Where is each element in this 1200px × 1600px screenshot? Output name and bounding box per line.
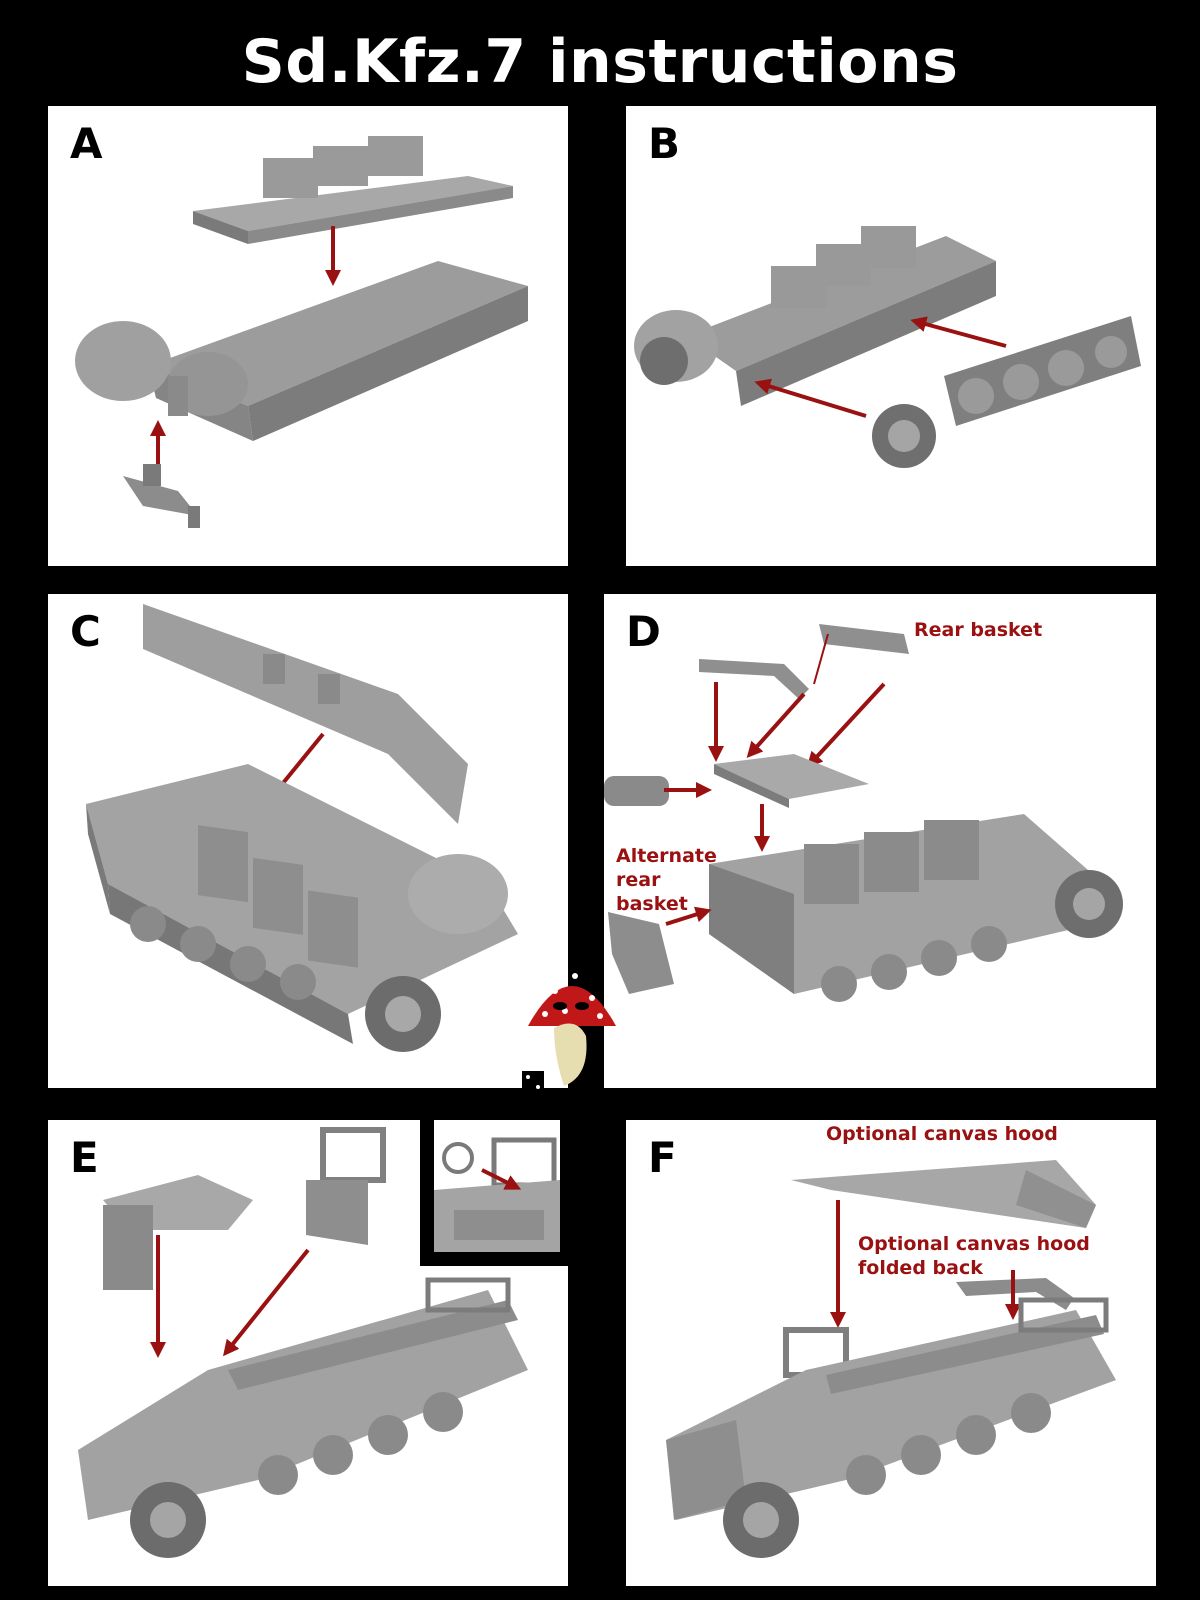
canvas-hood-folded-label: Optional canvas hood folded back [858,1233,1090,1279]
step-c-letter: C [70,607,101,656]
step-e-letter: E [70,1133,99,1182]
red-arrow-icon [746,692,806,758]
rear-basket-label: Rear basket [914,619,1043,641]
step-a-illustration [75,136,528,528]
steering-linkage-part [123,464,200,528]
step-e-panel-lower: E [48,1120,568,1586]
red-arrow-icon [665,906,712,926]
chassis-with-seats-part [634,226,996,406]
step-f-illustration [666,1160,1116,1558]
body-side-panel-part [143,604,468,824]
red-arrow-icon [754,378,867,418]
steering-wheel-detail-illustration [434,1137,560,1252]
step-c-panel: C [48,594,568,1088]
mushroom-mascot-icon [522,973,616,1093]
halftrack-complete-part [666,1297,1116,1558]
step-e-illustration [78,1127,528,1558]
hood-part [103,1175,253,1290]
seat-deck-part [193,136,513,244]
step-b-illustration [634,226,1141,468]
step-b-panel: B [626,106,1156,566]
windscreen-part [306,1127,386,1245]
front-wheel-part [872,404,936,468]
step-b-letter: B [648,119,681,168]
step-a-panel: A [48,106,568,566]
chassis-part [75,261,528,441]
step-c-illustration [86,604,518,1052]
red-arrow-icon [806,682,886,768]
halftrack-body-part [78,1277,528,1558]
track-part [944,316,1141,426]
step-f-letter: F [648,1133,677,1182]
rear-door-part [608,912,674,994]
alternate-rear-basket-part [604,776,669,806]
red-arrow-icon [813,633,829,685]
step-a-letter: A [70,119,103,168]
folded-canvas-hood-part [956,1278,1074,1310]
step-f-panel: F Optional canvas hood Optional canvas h… [626,1120,1156,1586]
canvas-hood-part [791,1160,1096,1228]
alternate-rear-basket-label: Alternate rear basket [616,845,717,915]
halftrack-body-part [86,764,518,1052]
red-arrow-icon [481,1168,522,1190]
rear-basket-floor-part [714,754,869,808]
halftrack-assembled-body-part [709,814,1123,1002]
red-arrow-icon [910,316,1007,348]
canvas-hood-label: Optional canvas hood [826,1123,1058,1145]
step-d-illustration [604,624,1123,1002]
red-arrow-icon [223,1248,310,1357]
step-d-letter: D [626,607,661,656]
rear-basket-rail-part [699,624,909,699]
step-d-panel: D Rear basket Alternate rear basket [604,594,1156,1088]
page-title: Sd.Kfz.7 instructions [241,27,959,97]
steering-wheel-inset [420,1114,566,1260]
